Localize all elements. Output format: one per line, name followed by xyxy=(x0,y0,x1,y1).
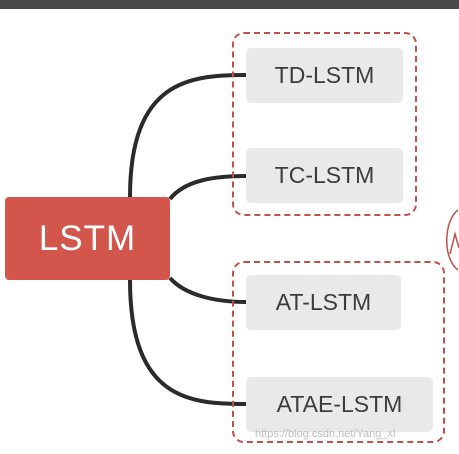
connector-tc-lstm xyxy=(168,174,247,201)
partial-shape-right-edge xyxy=(446,209,459,271)
connector-at-lstm xyxy=(168,276,247,304)
connector-atae-lstm xyxy=(128,279,247,406)
group-box-1 xyxy=(232,32,417,216)
root-node-label: LSTM xyxy=(38,218,137,258)
leaf-node-td-lstm: TD-LSTM xyxy=(246,48,403,103)
leaf-label: TD-LSTM xyxy=(274,62,375,88)
leaf-node-tc-lstm: TC-LSTM xyxy=(246,148,403,203)
connector-td-lstm xyxy=(128,73,247,198)
top-bar xyxy=(0,0,459,9)
leaf-node-atae-lstm: ATAE-LSTM xyxy=(246,377,433,432)
leaf-label: AT-LSTM xyxy=(275,289,372,315)
leaf-label: ATAE-LSTM xyxy=(276,391,403,417)
watermark-text: https://blog.csdn.net/Yang_xl xyxy=(255,428,396,440)
leaf-label: TC-LSTM xyxy=(274,162,375,188)
group-box-2 xyxy=(232,261,445,443)
root-node-lstm: LSTM xyxy=(5,197,170,280)
leaf-node-at-lstm: AT-LSTM xyxy=(246,275,401,330)
